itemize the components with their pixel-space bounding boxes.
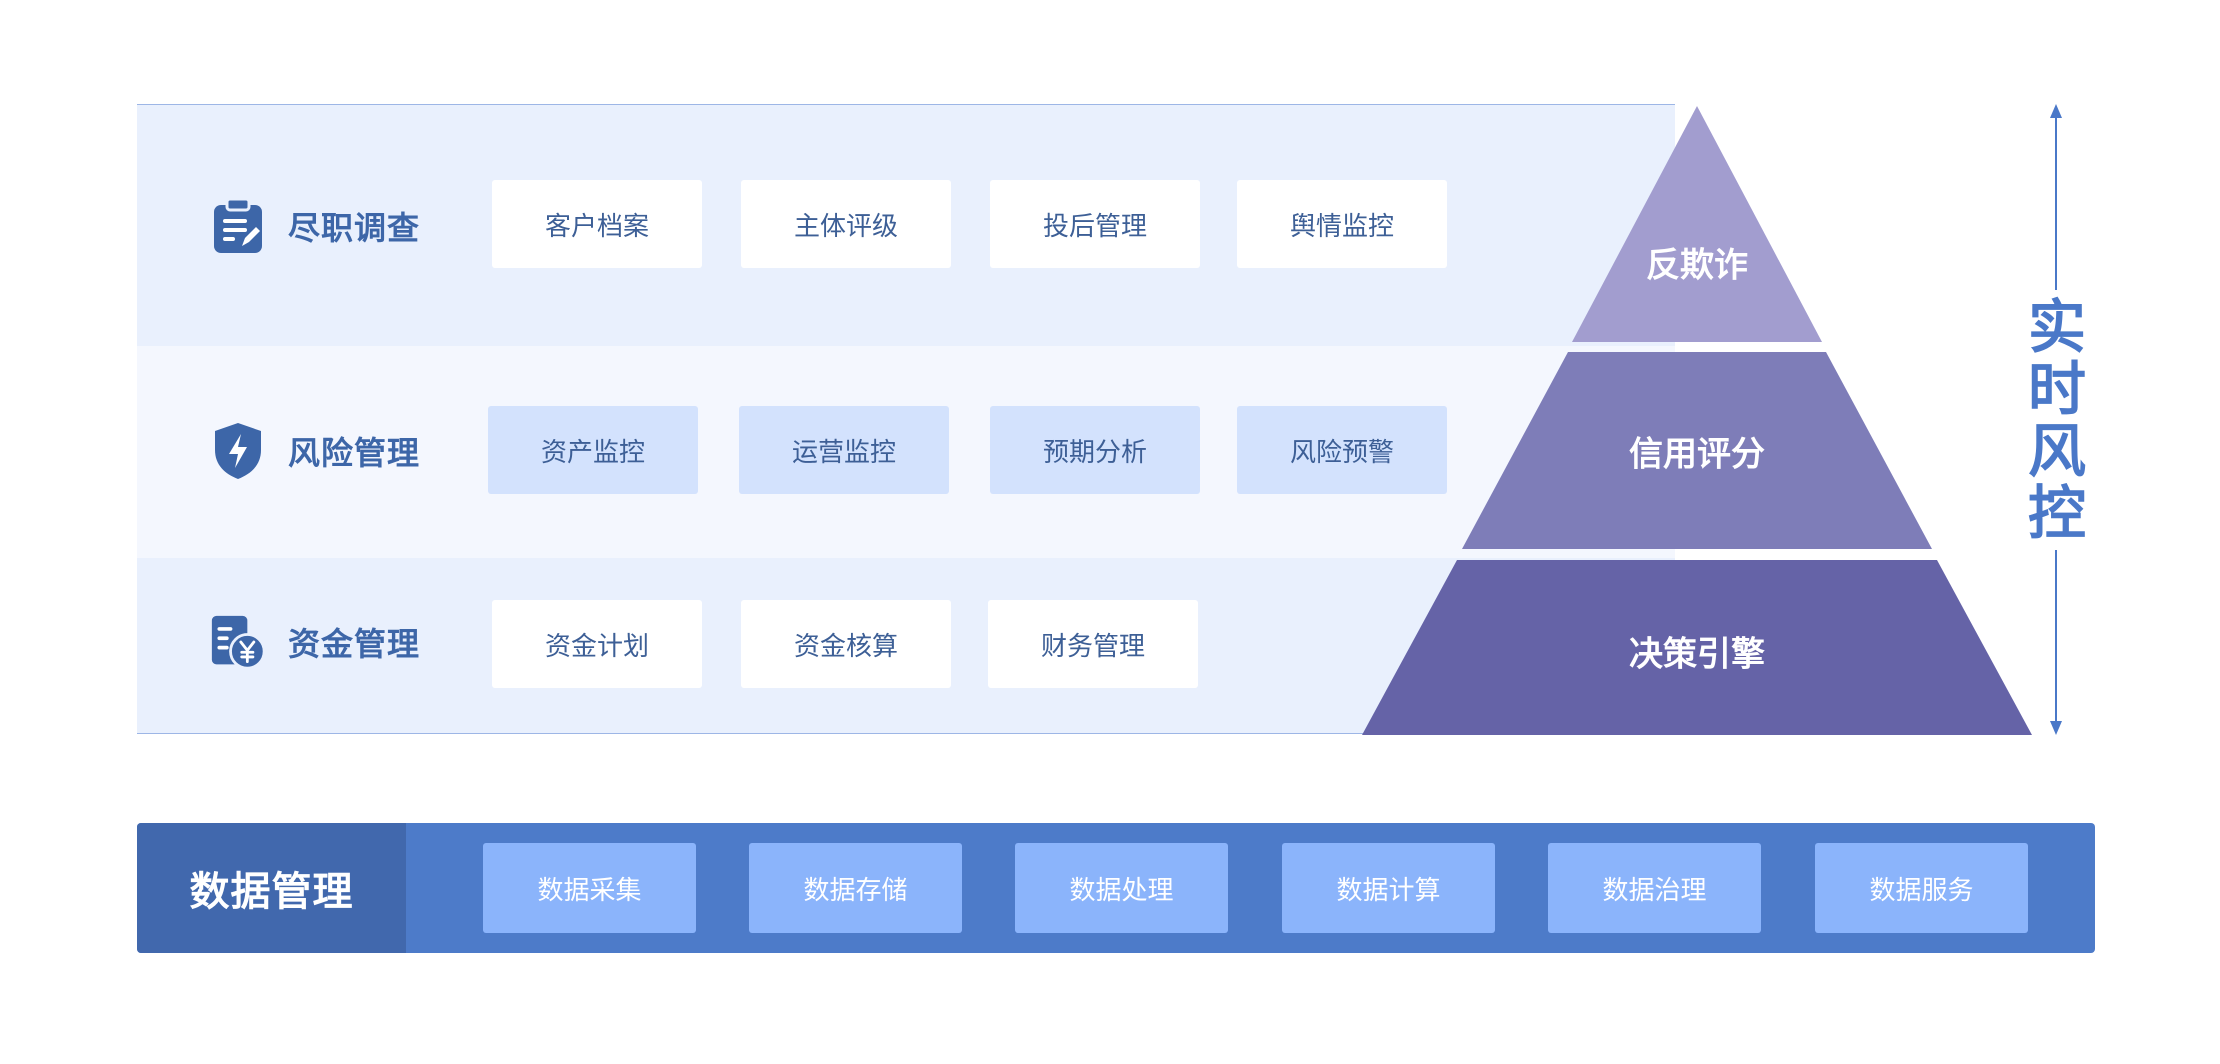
chip-post-investment[interactable]: 投后管理 bbox=[990, 180, 1200, 268]
chip-data-governance[interactable]: 数据治理 bbox=[1548, 843, 1761, 933]
chip-expected-analysis[interactable]: 预期分析 bbox=[990, 406, 1200, 494]
arrow-head-down bbox=[2050, 721, 2062, 735]
chip-public-opinion[interactable]: 舆情监控 bbox=[1237, 180, 1447, 268]
chip-entity-rating[interactable]: 主体评级 bbox=[741, 180, 951, 268]
arrow-head-up bbox=[2050, 104, 2062, 118]
chip-asset-monitoring[interactable]: 资产监控 bbox=[488, 406, 698, 494]
data-management-bar: 数据管理 数据采集 数据存储 数据处理 数据计算 数据治理 数据服务 bbox=[137, 823, 2095, 953]
row-label: 风险管理 bbox=[288, 434, 421, 472]
pyramid-label-decision-engine: 决策引擎 bbox=[1629, 634, 1765, 675]
chip-data-processing[interactable]: 数据处理 bbox=[1015, 843, 1228, 933]
row-label: 资金管理 bbox=[288, 625, 421, 663]
row-header-risk-management: 风险管理 bbox=[210, 421, 420, 481]
clipboard-edit-icon bbox=[210, 196, 266, 256]
row-header-due-diligence: 尽职调查 bbox=[210, 196, 420, 256]
side-title-realtime-risk: 实时风控 bbox=[2022, 290, 2092, 550]
pyramid-label-anti-fraud: 反欺诈 bbox=[1646, 245, 1748, 286]
data-management-label: 数据管理 bbox=[137, 823, 406, 953]
chip-data-computing[interactable]: 数据计算 bbox=[1282, 843, 1495, 933]
chip-fund-accounting[interactable]: 资金核算 bbox=[741, 600, 951, 688]
chip-customer-profile[interactable]: 客户档案 bbox=[492, 180, 702, 268]
row-label: 尽职调查 bbox=[288, 209, 421, 247]
chip-data-storage[interactable]: 数据存储 bbox=[749, 843, 962, 933]
chip-data-service[interactable]: 数据服务 bbox=[1815, 843, 2028, 933]
chip-operation-monitoring[interactable]: 运营监控 bbox=[739, 406, 949, 494]
chip-financial-management[interactable]: 财务管理 bbox=[988, 600, 1198, 688]
chip-risk-warning[interactable]: 风险预警 bbox=[1237, 406, 1447, 494]
chip-fund-planning[interactable]: 资金计划 bbox=[492, 600, 702, 688]
row-header-fund-management: 资金管理 bbox=[210, 612, 420, 672]
shield-lightning-icon bbox=[210, 421, 266, 481]
document-yen-icon bbox=[210, 612, 266, 672]
chip-data-collection[interactable]: 数据采集 bbox=[483, 843, 696, 933]
pyramid-label-credit-score: 信用评分 bbox=[1629, 434, 1765, 475]
